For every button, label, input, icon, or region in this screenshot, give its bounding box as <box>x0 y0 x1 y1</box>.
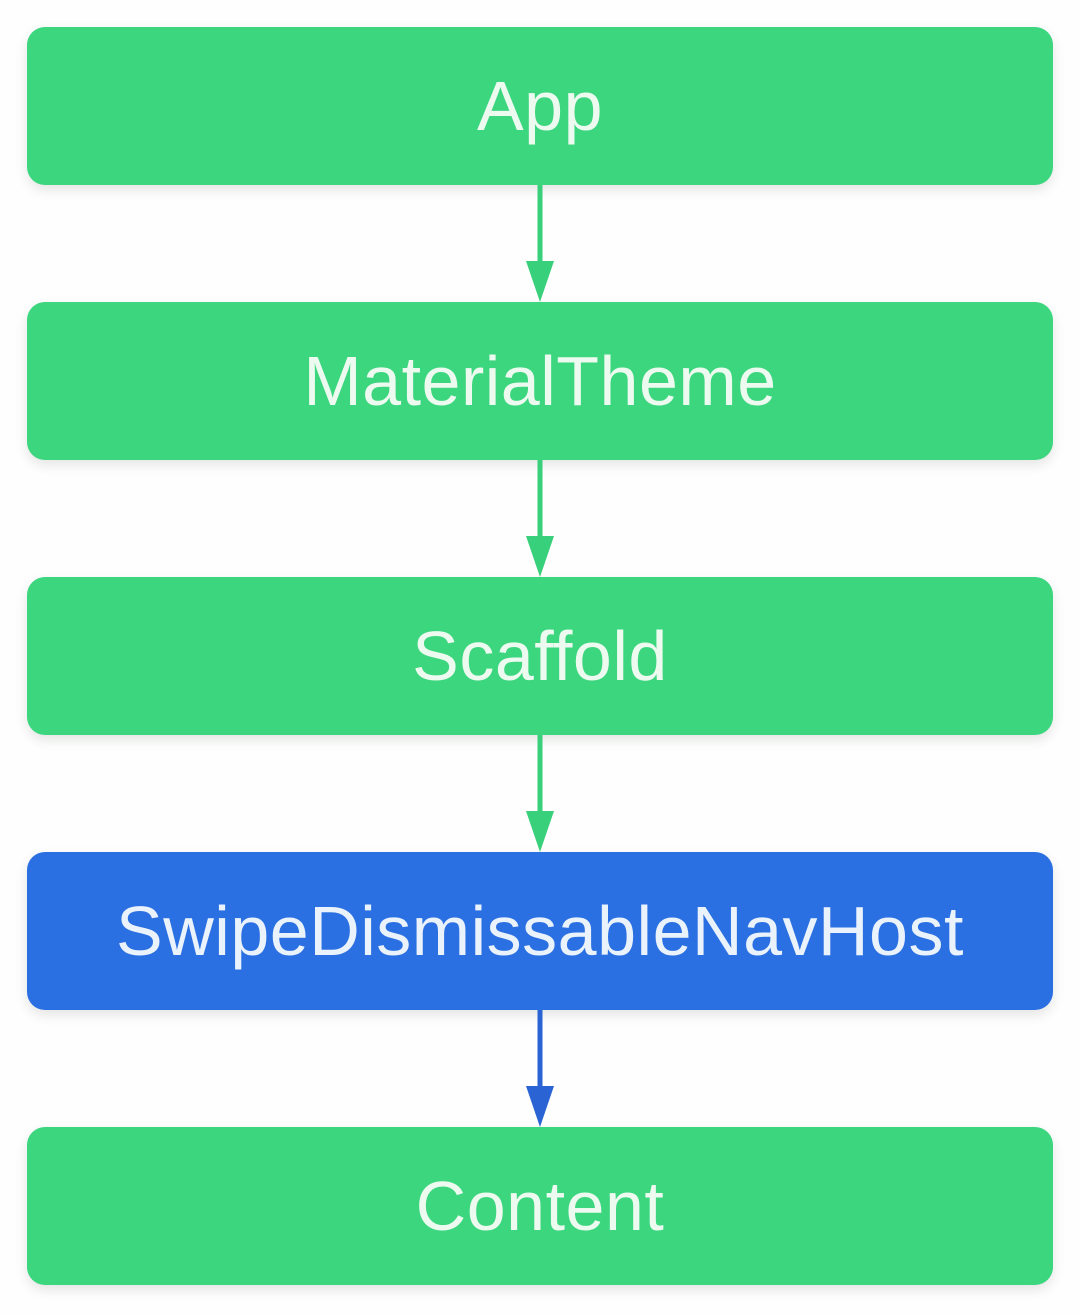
down-arrow-icon <box>526 735 554 852</box>
node-content-label: Content <box>415 1167 665 1245</box>
down-arrow-icon <box>526 1010 554 1127</box>
arrow-swipedismissablenavhost-to-content <box>27 1010 1053 1127</box>
arrow-scaffold-to-swipedismissablenavhost <box>27 735 1053 852</box>
down-arrow-icon <box>526 185 554 302</box>
arrow-app-to-materialtheme <box>27 185 1053 302</box>
node-swipedismissablenavhost: SwipeDismissableNavHost <box>27 852 1053 1010</box>
node-scaffold-label: Scaffold <box>412 617 668 695</box>
node-content: Content <box>27 1127 1053 1285</box>
down-arrow-icon <box>526 460 554 577</box>
node-materialtheme: MaterialTheme <box>27 302 1053 460</box>
node-app-label: App <box>476 67 604 145</box>
node-app: App <box>27 27 1053 185</box>
node-materialtheme-label: MaterialTheme <box>303 342 777 420</box>
arrow-materialtheme-to-scaffold <box>27 460 1053 577</box>
node-swipedismissablenavhost-label: SwipeDismissableNavHost <box>116 892 964 970</box>
node-scaffold: Scaffold <box>27 577 1053 735</box>
